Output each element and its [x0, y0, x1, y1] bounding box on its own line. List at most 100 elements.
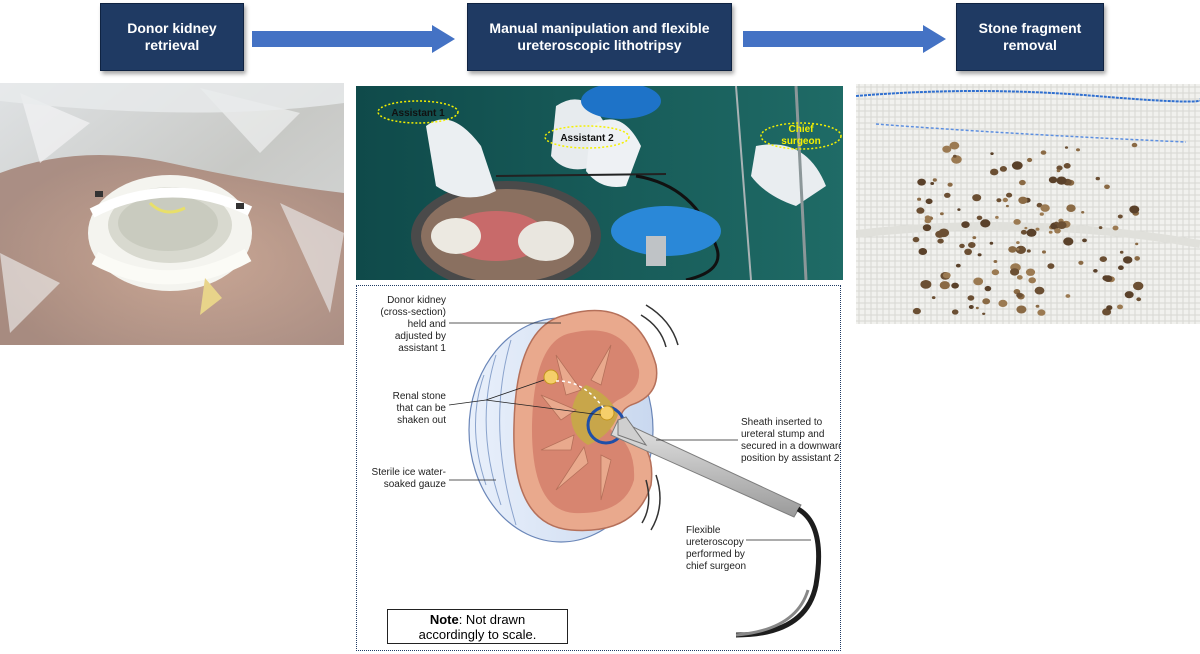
sheath-shape	[610, 419, 802, 518]
stone-fragment	[968, 305, 974, 309]
stone-fragment	[1098, 226, 1103, 230]
stone-fragment	[989, 241, 994, 245]
tag-chief-line1: Chief	[789, 124, 815, 135]
stone-fragment	[932, 178, 937, 182]
svg-text:secured in a downward: secured in a downward	[741, 441, 841, 452]
step-manual-manipulation: Manual manipulation and flexible uretero…	[467, 3, 732, 71]
stone-fragment	[1016, 292, 1023, 298]
stone-fragment	[1019, 179, 1026, 186]
stone-fragment	[955, 263, 961, 268]
stone-fragment	[1016, 241, 1020, 245]
svg-text:ureteral stump and: ureteral stump and	[741, 429, 824, 440]
stone-fragment	[1034, 286, 1045, 295]
stone-fragment	[924, 215, 931, 220]
stone-fragment	[980, 219, 991, 228]
stone-fragment	[1035, 304, 1040, 308]
svg-text:that can be: that can be	[397, 403, 447, 414]
stone-fragment	[1028, 277, 1036, 284]
stone-fragment	[1082, 238, 1087, 243]
stone-fragment	[1134, 256, 1140, 261]
scale-note: Note: Not drawn accordingly to scale.	[387, 609, 568, 644]
stone-fragment	[957, 208, 961, 211]
stone-fragment	[990, 168, 999, 176]
step-stone-fragment-removal: Stone fragment removal	[956, 3, 1104, 71]
flow-arrow-2	[743, 25, 946, 53]
stone-fragment	[931, 296, 936, 300]
stone-fragment	[1103, 275, 1113, 282]
stone-fragment	[1025, 268, 1036, 276]
stone-fragment	[1042, 250, 1046, 254]
svg-text:Sterile ice water-: Sterile ice water-	[372, 467, 446, 478]
stone-fragment	[1106, 305, 1113, 311]
stone-fragment	[968, 242, 976, 248]
svg-text:Flexible: Flexible	[686, 525, 721, 536]
stone-fragment	[1063, 163, 1071, 169]
stone-fragment	[917, 178, 926, 186]
stone-fragment	[993, 260, 998, 263]
svg-text:(cross-section): (cross-section)	[380, 307, 446, 318]
svg-text:shaken out: shaken out	[397, 415, 446, 426]
stone-fragment	[1013, 219, 1021, 225]
stone-fragment	[920, 280, 932, 289]
label-ureteroscopy: Flexible ureteroscopy performed by chief…	[686, 525, 746, 572]
svg-text:ureteroscopy: ureteroscopy	[686, 537, 744, 548]
label-renal-stone: Renal stone that can be shaken out	[393, 391, 447, 426]
stone-fragment	[944, 192, 951, 198]
stone-fragment	[1047, 263, 1055, 269]
stone-fragment	[1104, 184, 1110, 190]
donor-kidney-photo	[0, 83, 344, 345]
surgery-photo: Assistant 1 Assistant 2 Chief surgeon	[356, 86, 843, 280]
stone-fragment	[940, 212, 944, 216]
ureteroscope-cable	[735, 506, 822, 638]
stone-fragment	[1037, 309, 1046, 316]
stone-fragment	[998, 299, 1008, 307]
svg-text:chief surgeon: chief surgeon	[686, 561, 746, 572]
stone-fragment	[1056, 165, 1063, 171]
stone-fragment	[1056, 169, 1061, 173]
stone-fragments-photo	[856, 84, 1200, 324]
stone-fragment	[1119, 250, 1124, 254]
stone-fragment	[990, 152, 994, 155]
stone-fragment	[1026, 228, 1037, 237]
stone-fragment	[942, 272, 951, 279]
tag-chief-line2: surgeon	[781, 136, 820, 147]
stone-fragment	[1136, 297, 1142, 302]
stone-fragment	[1131, 142, 1138, 148]
svg-text:Renal stone: Renal stone	[393, 391, 447, 402]
stone-fragment	[1099, 256, 1107, 262]
kidney-diagram: Donor kidney (cross-section) held and ad…	[372, 295, 841, 638]
stone-fragment	[972, 236, 977, 240]
stone-fragment	[937, 238, 944, 244]
stone-fragment	[918, 248, 928, 255]
svg-text:adjusted by: adjusted by	[395, 331, 446, 342]
stone-fragment	[1024, 226, 1028, 230]
stone-fragment	[1117, 214, 1123, 219]
stone-fragment	[975, 306, 979, 310]
stone-fragment	[991, 269, 1000, 276]
stone-fragment	[1006, 192, 1013, 198]
stone-fragment	[1054, 228, 1061, 234]
svg-text:assistant 1: assistant 1	[398, 343, 446, 354]
stone-fragment	[1124, 291, 1134, 299]
stone-fragment	[1040, 150, 1047, 155]
stone-fragment	[984, 285, 992, 292]
svg-text:Donor kidney: Donor kidney	[387, 295, 446, 306]
svg-text:held and: held and	[408, 319, 446, 330]
stone-fragment	[1016, 248, 1020, 251]
stone-fragment	[1016, 275, 1023, 280]
svg-text:soaked gauze: soaked gauze	[384, 479, 447, 490]
stone-fragment	[1035, 227, 1040, 231]
stone-fragment	[1039, 212, 1044, 216]
stone-fragment	[922, 224, 932, 232]
svg-text:performed by: performed by	[686, 549, 745, 560]
stone-fragment	[930, 182, 935, 185]
stone-fragment	[1133, 281, 1144, 291]
stone-fragment	[1066, 204, 1076, 212]
stone-fragment	[951, 309, 959, 315]
stone-fragment	[1064, 146, 1069, 149]
stone-fragment	[1135, 242, 1139, 246]
svg-text:position by assistant 2: position by assistant 2	[741, 453, 840, 464]
label-gauze: Sterile ice water- soaked gauze	[372, 467, 447, 490]
stone-fragment	[1048, 230, 1053, 234]
stone-fragment	[1118, 265, 1124, 270]
